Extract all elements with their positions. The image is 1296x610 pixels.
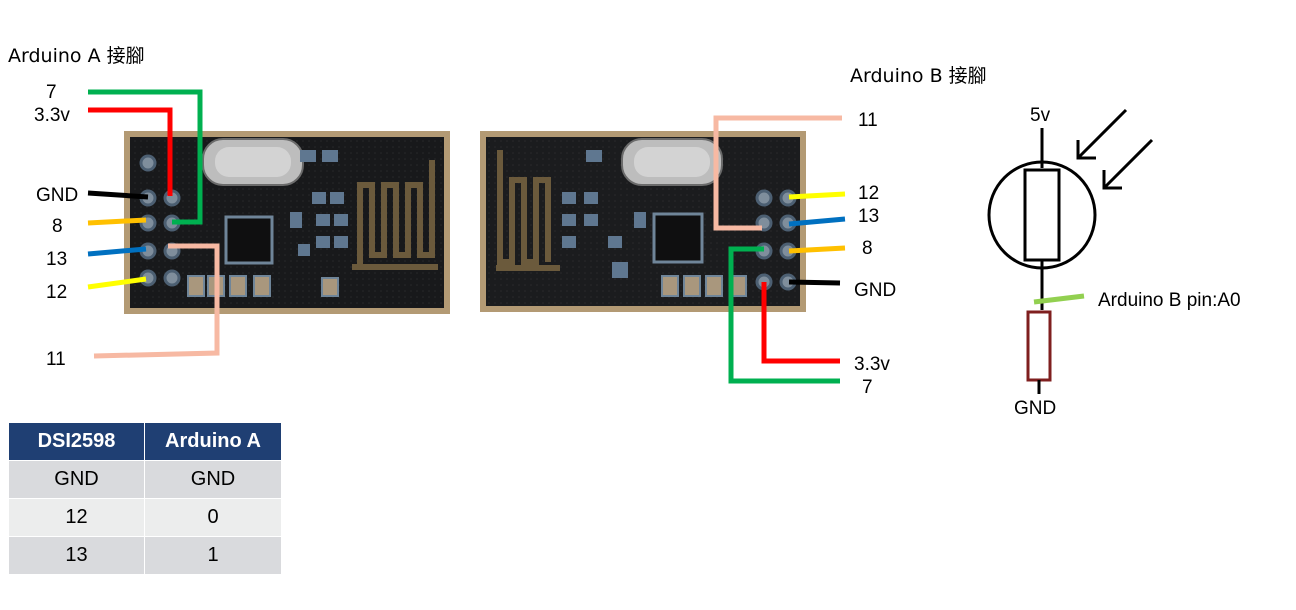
label-a-11: 11 [46,349,66,370]
table-cell: 1 [144,536,282,575]
wire-b-12 [788,191,846,200]
wire-a-11 [93,243,220,359]
wire-b-7 [728,246,840,384]
pulldown-resistor [1026,310,1052,382]
ldr-circuit [987,108,1154,394]
label-sensor-signal: Arduino B pin:A0 [1098,290,1241,311]
wires-module-b [713,115,846,384]
label-a-13: 13 [46,249,67,270]
label-a-7: 7 [46,82,57,103]
ldr-resistor [1023,168,1061,262]
table-row: 13 1 [8,536,282,575]
wire-b-11 [713,115,842,231]
label-a-8: 8 [52,216,63,237]
table-header: DSI2598 [8,422,145,461]
module-b-title: Arduino B 接腳 [850,65,987,87]
light-arrows-icon [1076,108,1154,190]
wire-a-13 [87,246,147,257]
nrf24-module-b [480,131,806,312]
table-row: 12 0 [8,498,282,537]
wire-b-gnd [788,279,841,286]
label-b-3v3: 3.3v [854,354,890,375]
table-header: Arduino A [144,422,282,461]
label-b-12: 12 [858,183,879,204]
wire-a-7 [88,89,203,225]
label-a-gnd: GND [36,185,78,206]
table-cell: 13 [8,536,145,575]
label-b-7: 7 [862,377,873,398]
wire-sensor-signal [1033,293,1085,305]
table-header-row: DSI2598 Arduino A [8,422,282,461]
label-sensor-gnd: GND [1014,398,1056,419]
table-cell: 0 [144,498,282,537]
label-a-3v3: 3.3v [34,105,70,126]
pin-mapping-table: DSI2598 Arduino A GND GND 12 0 13 1 [8,422,282,575]
wire-a-12 [87,276,147,290]
wire-a-3v3 [88,107,173,196]
wires-module-a [87,89,220,359]
label-b-13: 13 [858,206,879,227]
wire-a-gnd [87,190,149,200]
wire-b-8 [788,245,846,254]
wire-b-13 [788,216,846,227]
label-b-11: 11 [858,110,878,131]
label-b-gnd: GND [854,280,896,301]
wire-a-8 [87,217,147,226]
table-cell: GND [8,460,145,499]
module-a-title: Arduino A 接腳 [8,45,145,67]
wire-b-3v3 [761,282,840,364]
table-row: GND GND [8,460,282,499]
nrf24-module-a [124,131,450,314]
table-cell: GND [144,460,282,499]
label-a-12: 12 [46,282,67,303]
label-b-8: 8 [862,238,873,259]
table-cell: 12 [8,498,145,537]
label-sensor-5v: 5v [1030,105,1051,126]
